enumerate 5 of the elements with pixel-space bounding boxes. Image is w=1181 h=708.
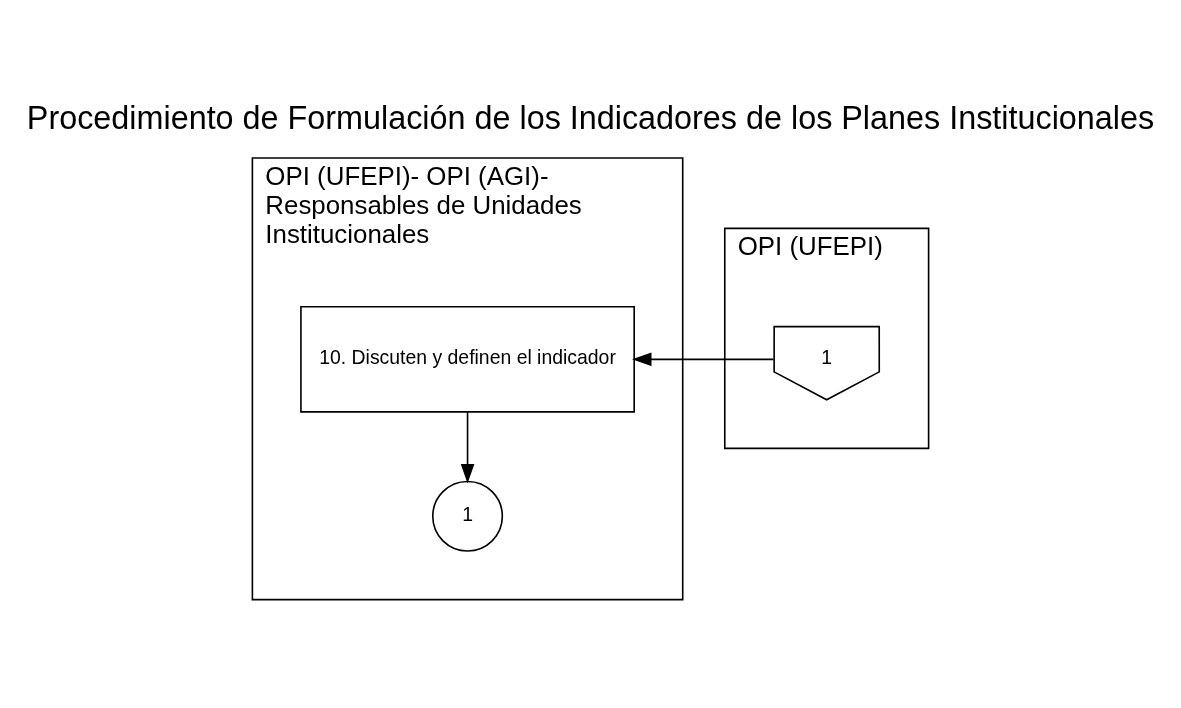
arrow <box>632 352 775 366</box>
arrow <box>460 410 475 484</box>
node-box: 10. Discuten y definen el indicador <box>300 305 635 413</box>
node-circle: 1 <box>431 480 504 552</box>
diagram-title: Procedimiento de Formulación de los Indicadores de los Planes Institucionales <box>26 99 1155 136</box>
